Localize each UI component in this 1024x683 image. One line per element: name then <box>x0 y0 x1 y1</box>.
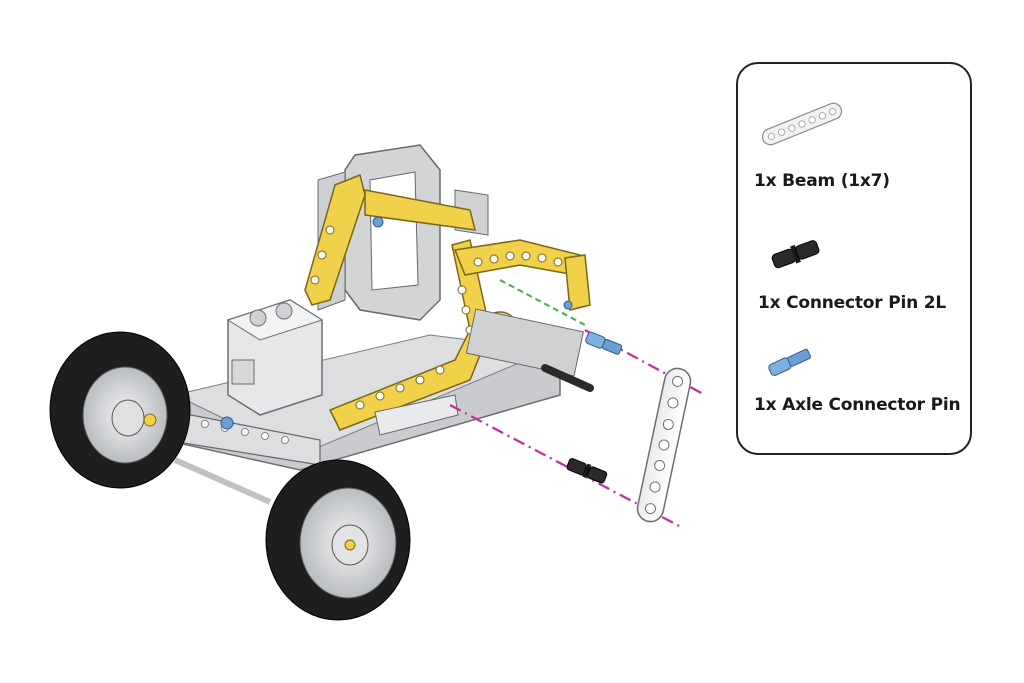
guide-line-green <box>499 279 586 326</box>
axle-connector-pin-part <box>585 331 623 355</box>
gear-assembly <box>465 308 584 377</box>
beam-1x7-part <box>636 367 692 523</box>
rear-left-wheel <box>49 331 191 489</box>
car-chassis <box>49 144 594 621</box>
yellow-frame <box>304 173 591 431</box>
connector-pin-2l-part <box>566 458 608 484</box>
axle-connector-pin-icon <box>768 348 811 376</box>
part-label-axle-connector-pin: 1x Axle Connector Pin <box>754 395 961 415</box>
part-label-connector-pin: 1x Connector Pin 2L <box>758 293 946 313</box>
part-label-beam: 1x Beam (1x7) <box>754 171 890 191</box>
drive-axle <box>541 364 594 392</box>
beam-1x7-icon <box>761 102 843 146</box>
front-wheel <box>265 459 411 621</box>
parts-list-panel: 1x Beam (1x7) 1x Connector Pin 2L 1x Axl… <box>736 62 972 455</box>
motor-block <box>226 299 324 416</box>
wheel-axle <box>173 457 272 505</box>
connector-pin-2l-icon <box>771 240 820 269</box>
